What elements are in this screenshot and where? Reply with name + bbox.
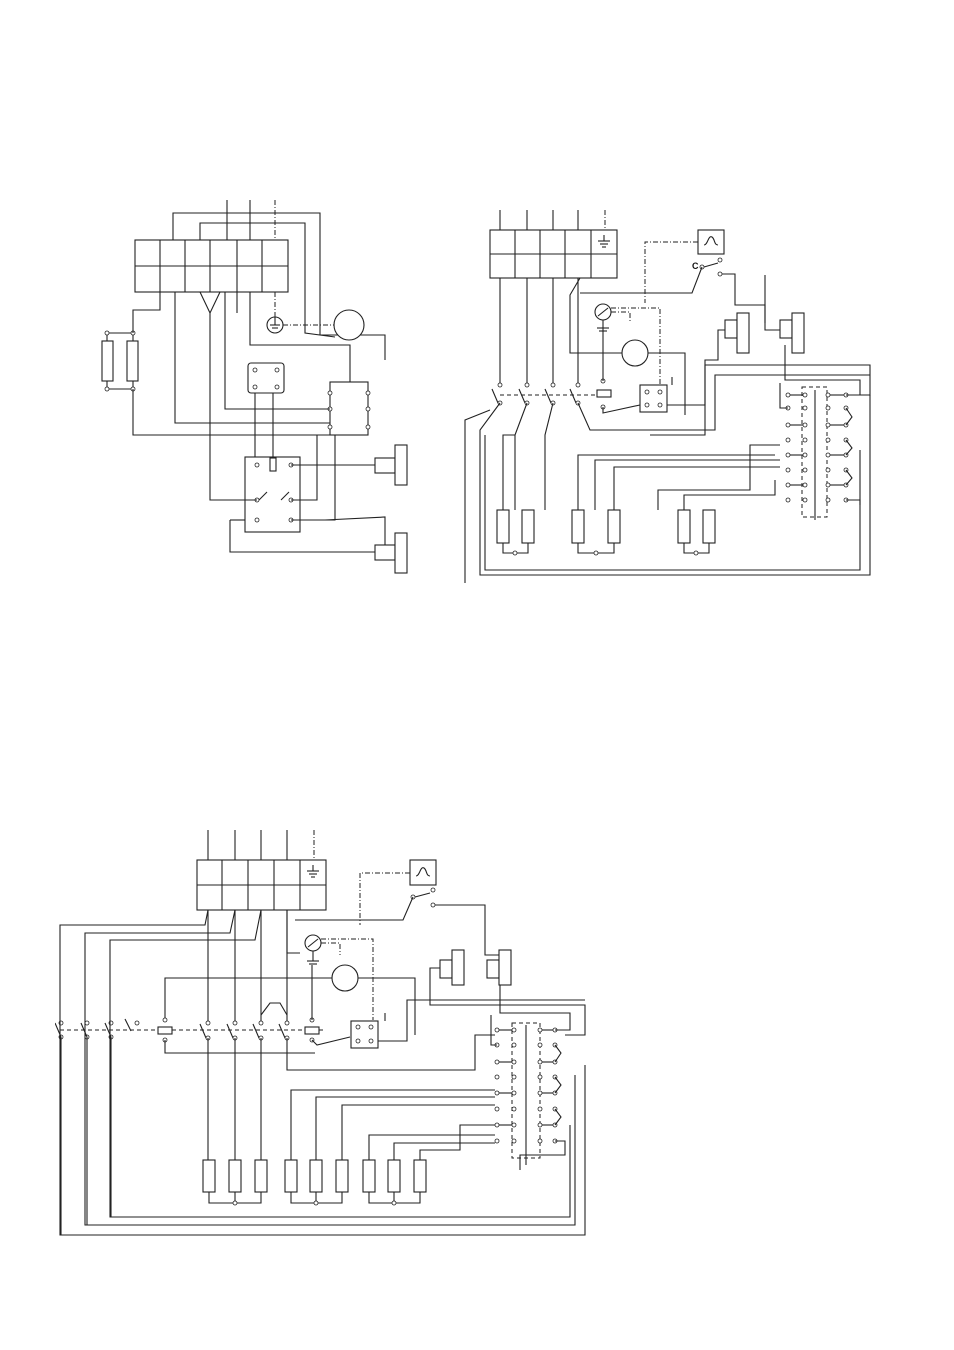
main-switch-row bbox=[55, 910, 325, 1043]
heating-elements bbox=[496, 509, 716, 556]
heater-bar-left bbox=[439, 949, 465, 986]
thermostat-icon bbox=[697, 229, 725, 255]
ground-icon bbox=[594, 303, 612, 332]
control-box bbox=[327, 381, 371, 436]
thermostat-icon bbox=[409, 859, 437, 886]
terminal-block bbox=[134, 239, 289, 293]
three-phase-wiring-extended-svg bbox=[55, 830, 586, 1236]
heater-bar-upper bbox=[374, 444, 408, 486]
single-phase-wiring-svg bbox=[101, 200, 408, 574]
motor-icon bbox=[331, 964, 359, 992]
heater-bar-left bbox=[724, 312, 750, 354]
terminal-block bbox=[196, 859, 327, 911]
ground-icon bbox=[307, 865, 319, 878]
ground-icon bbox=[304, 934, 322, 965]
heating-elements bbox=[202, 1159, 427, 1206]
heater-bar-lower bbox=[374, 532, 408, 574]
three-phase-wiring-diagram: C bbox=[460, 205, 880, 590]
heater-bar-right bbox=[779, 312, 805, 354]
three-phase-wiring-svg: C bbox=[464, 210, 871, 583]
three-phase-wiring-extended-diagram bbox=[55, 825, 595, 1245]
safety-thermostat-box bbox=[350, 1020, 379, 1049]
switch-label: C bbox=[692, 261, 699, 271]
motor-icon bbox=[333, 309, 365, 341]
ground-icon bbox=[266, 316, 284, 334]
selector-switch-strip bbox=[779, 383, 853, 520]
safety-thermostat-box bbox=[639, 384, 668, 413]
contactor-box bbox=[244, 456, 301, 533]
motor-icon bbox=[621, 339, 649, 367]
selector-switch-strip bbox=[490, 1015, 562, 1165]
thermostat-box bbox=[247, 362, 285, 394]
ground-icon bbox=[598, 235, 610, 248]
main-switch-row bbox=[491, 278, 612, 410]
heater-bar-right bbox=[486, 949, 512, 986]
heating-elements-left bbox=[101, 330, 139, 392]
terminal-block bbox=[489, 229, 618, 279]
single-phase-wiring-diagram bbox=[95, 195, 425, 585]
